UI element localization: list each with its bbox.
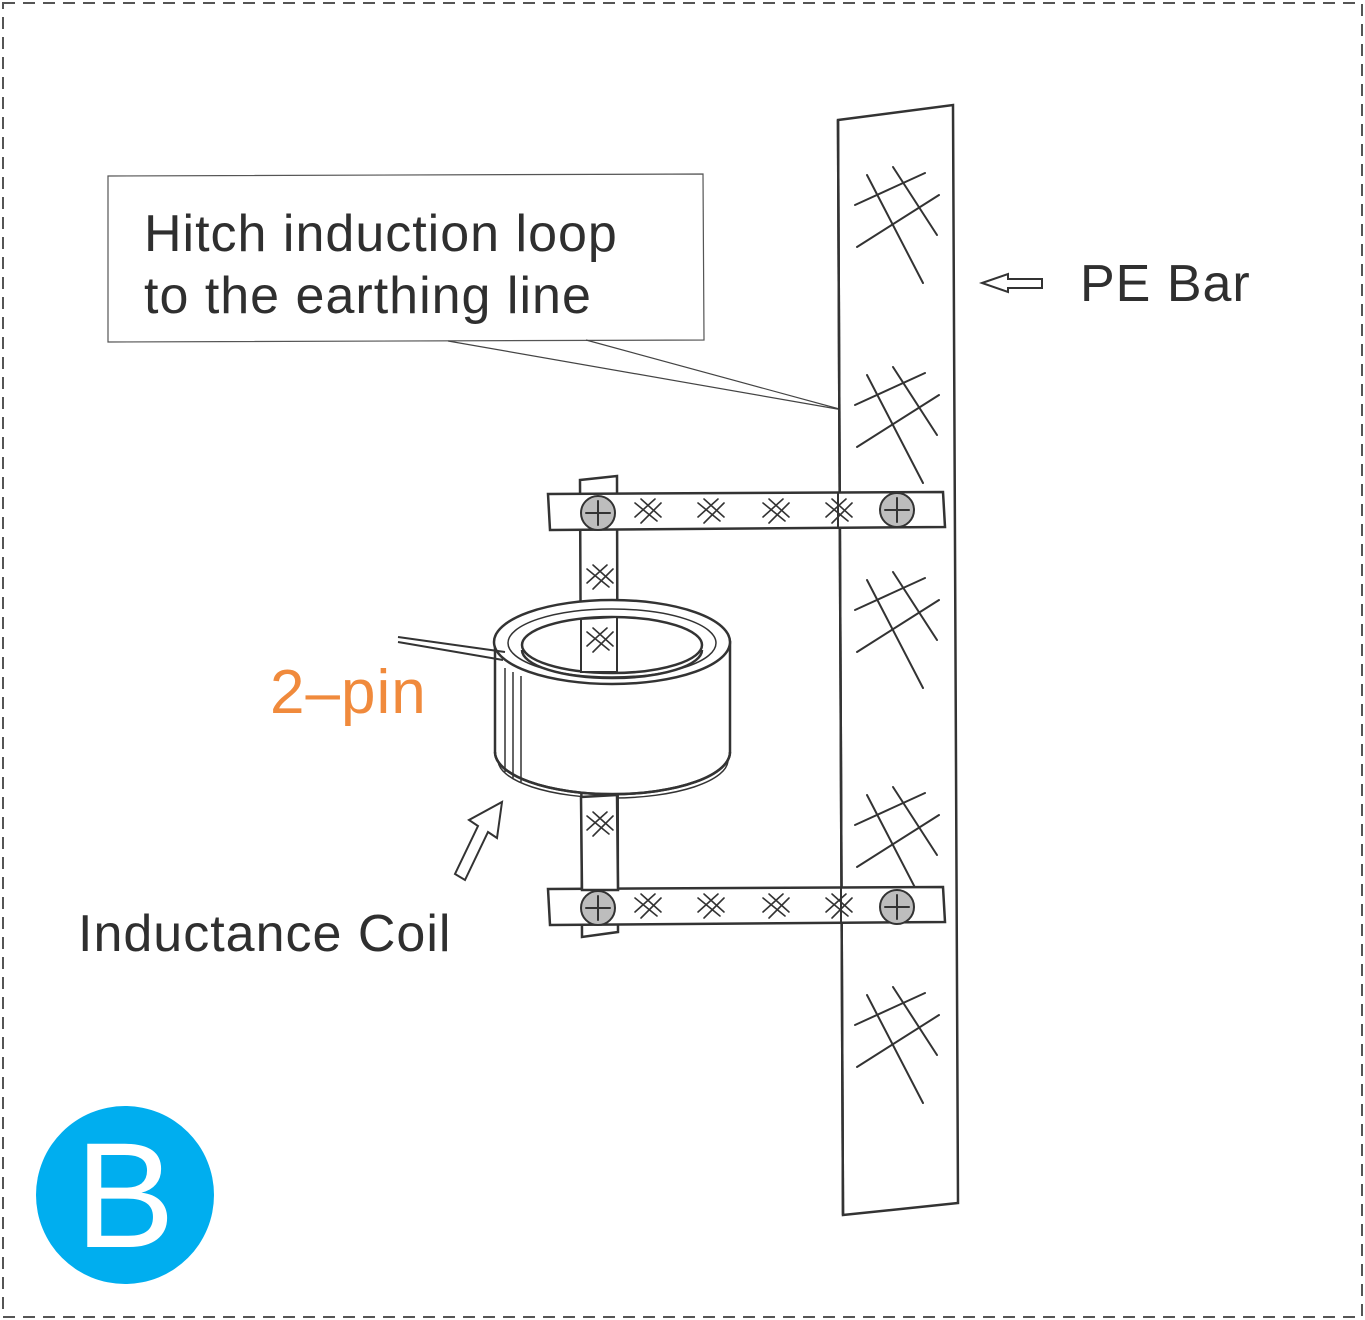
inductance-coil-label: Inductance Coil: [78, 905, 452, 963]
coil-arrow-icon: [453, 800, 504, 882]
callout-leader-2: [585, 339, 844, 411]
vertical-strip-lower: [579, 793, 620, 892]
strip-hatching: [634, 498, 853, 919]
screw-head-icon: [879, 889, 915, 925]
callout-text-line-2: to the earthing line: [144, 267, 592, 325]
badge-letter: B: [74, 1111, 176, 1279]
callout-text-line-1: Hitch induction loop: [144, 205, 618, 263]
bottom-horizontal-strip: [546, 885, 947, 927]
screw-head-icon: [879, 492, 915, 528]
callout-leader-1: [447, 340, 844, 411]
pe-bar-label: PE Bar: [1080, 255, 1251, 313]
screw-head-icon: [580, 495, 616, 531]
screw-head-icon: [580, 890, 616, 926]
screws: [580, 492, 915, 926]
vertical-strip-hatching: [586, 564, 614, 837]
pe-bar-arrow-icon: [978, 272, 1043, 294]
top-horizontal-strip: [546, 490, 947, 532]
inductance-coil: [397, 598, 732, 799]
pe-bar-hatching: [854, 166, 940, 1104]
callout-box: [107, 173, 705, 343]
badge-circle: [36, 1106, 214, 1284]
pe-bar: [836, 103, 960, 1217]
pin-label: 2–pin: [270, 658, 427, 727]
